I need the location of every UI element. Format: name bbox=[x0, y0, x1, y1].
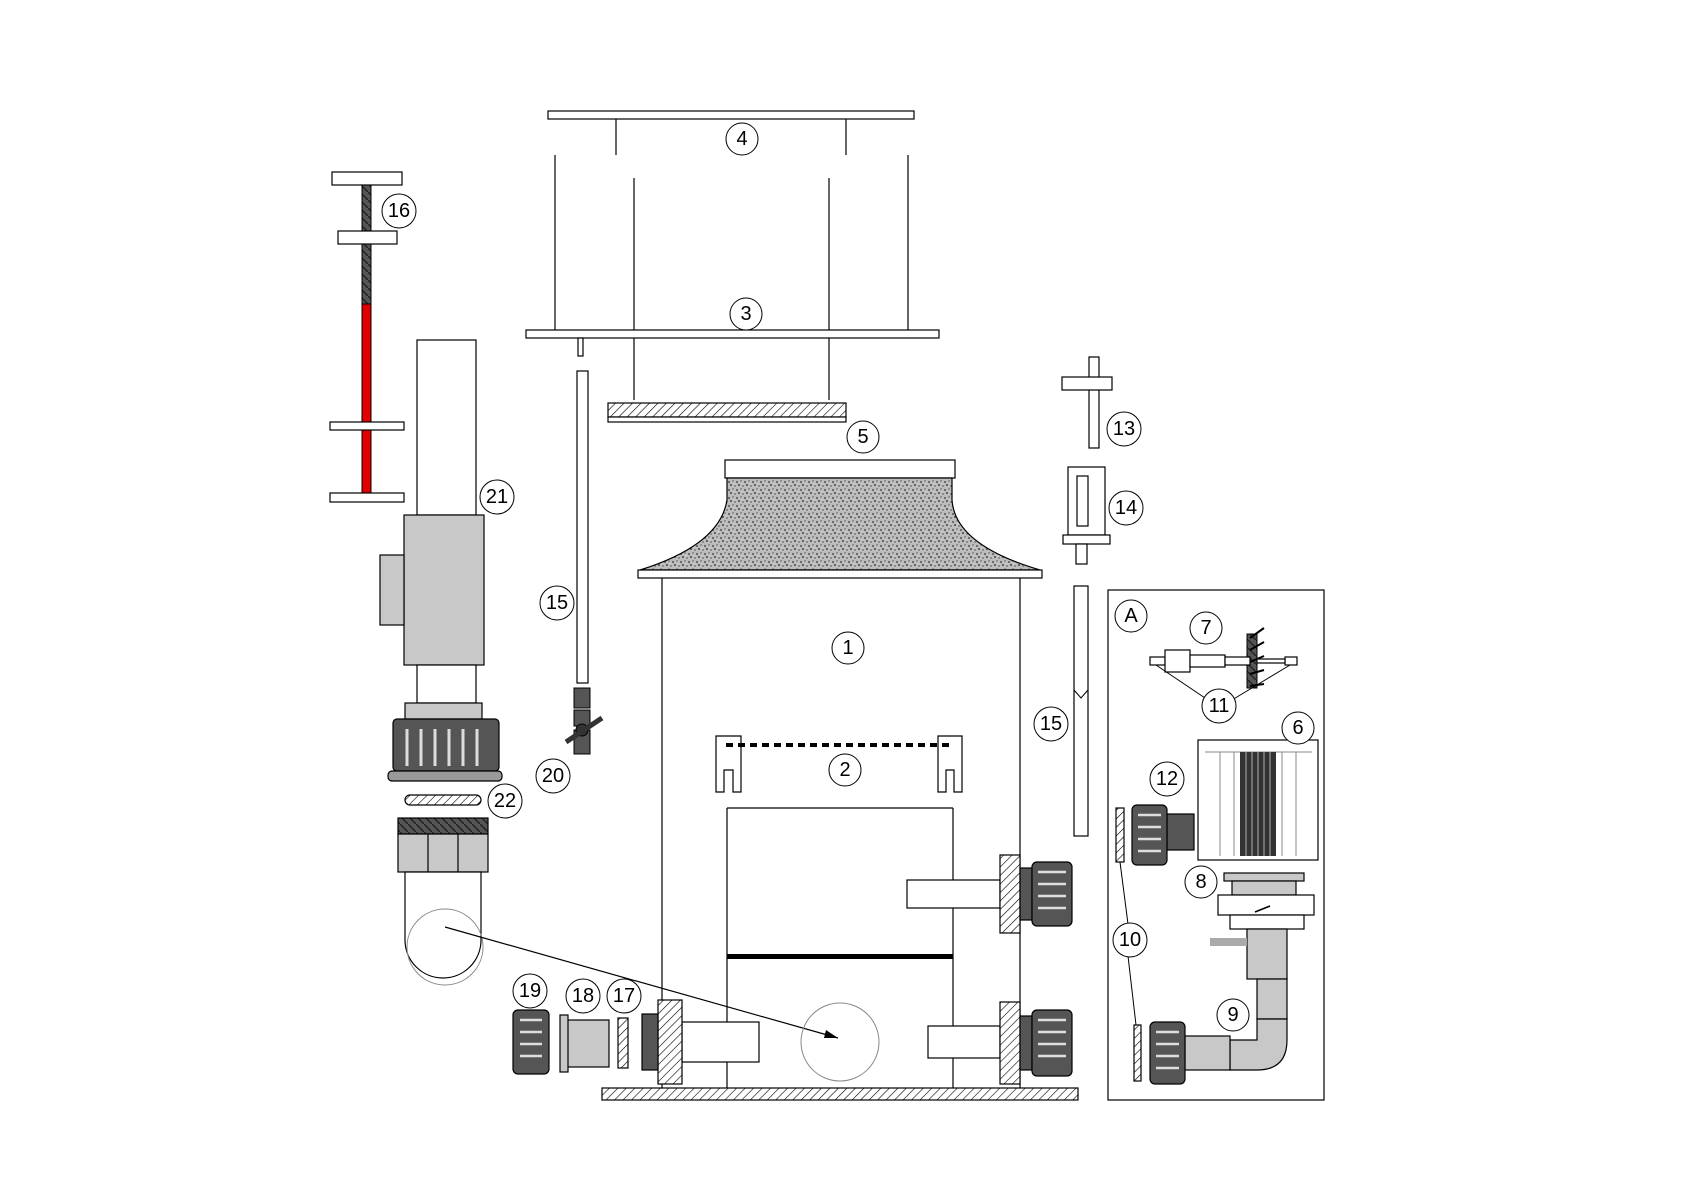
callout-8: 8 bbox=[1185, 866, 1217, 898]
callout-15-right: 15 bbox=[1034, 707, 1068, 741]
pin-part-13 bbox=[1062, 357, 1112, 448]
callout-15-left: 15 bbox=[540, 586, 574, 620]
callout-label: 22 bbox=[494, 790, 516, 812]
callout-5: 5 bbox=[847, 421, 879, 453]
callout-label: 7 bbox=[1200, 617, 1211, 639]
callout-label: 12 bbox=[1156, 768, 1178, 790]
callout-18: 18 bbox=[566, 979, 600, 1013]
callout-label: 14 bbox=[1115, 497, 1137, 519]
callout-label: 15 bbox=[1040, 713, 1062, 735]
callout-label: 8 bbox=[1195, 871, 1206, 893]
tube-part-15-left bbox=[577, 371, 588, 683]
callout-21: 21 bbox=[480, 480, 514, 514]
callout-17: 17 bbox=[607, 979, 641, 1013]
callout-6: 6 bbox=[1282, 712, 1314, 744]
callout-1: 1 bbox=[832, 632, 864, 664]
callout-13: 13 bbox=[1107, 412, 1141, 446]
holder-part-14 bbox=[1063, 467, 1110, 564]
callout-16: 16 bbox=[382, 194, 416, 228]
callout-10: 10 bbox=[1113, 923, 1147, 957]
callout-label: 18 bbox=[572, 985, 594, 1007]
callout-label: 3 bbox=[740, 303, 751, 325]
callout-7: 7 bbox=[1190, 612, 1222, 644]
union-nut-part-22 bbox=[388, 719, 502, 985]
callout-20: 20 bbox=[536, 759, 570, 793]
callout-label: 16 bbox=[388, 200, 410, 222]
callout-label: 21 bbox=[486, 486, 508, 508]
callout-label: 20 bbox=[542, 765, 564, 787]
gasket-part-17 bbox=[618, 1018, 628, 1068]
seal-ring-part-5 bbox=[608, 403, 846, 422]
callout-label: 5 bbox=[857, 426, 868, 448]
callout-label: 10 bbox=[1119, 929, 1141, 951]
callout-label: 4 bbox=[736, 128, 747, 150]
valve-part-20 bbox=[566, 688, 602, 754]
inset-panel-a bbox=[1108, 590, 1324, 1100]
callout-inset-a: A bbox=[1115, 600, 1147, 632]
callout-9: 9 bbox=[1217, 999, 1249, 1031]
pump-motor-part-6 bbox=[1198, 740, 1318, 860]
callout-22: 22 bbox=[488, 784, 522, 818]
callout-11: 11 bbox=[1202, 689, 1236, 723]
nut-part-19 bbox=[513, 1010, 549, 1074]
callout-label: 6 bbox=[1292, 717, 1303, 739]
callout-label: 11 bbox=[1209, 695, 1230, 717]
inlet-fitting bbox=[642, 1000, 759, 1084]
callout-2: 2 bbox=[829, 754, 861, 786]
collection-cup-part-3 bbox=[526, 155, 939, 400]
outlet-fitting-lower bbox=[928, 1002, 1072, 1084]
callout-label: 19 bbox=[519, 980, 541, 1002]
callout-12: 12 bbox=[1150, 762, 1184, 796]
callout-4: 4 bbox=[726, 123, 758, 155]
callout-19: 19 bbox=[513, 974, 547, 1008]
callout-3: 3 bbox=[730, 298, 762, 330]
tube-part-15-right bbox=[1074, 586, 1088, 836]
callout-label: 15 bbox=[546, 592, 568, 614]
outlet-fitting-upper bbox=[907, 855, 1072, 933]
callout-label: 13 bbox=[1113, 418, 1135, 440]
callout-label: 1 bbox=[842, 637, 853, 659]
callout-14: 14 bbox=[1109, 491, 1143, 525]
air-inlet-part-21 bbox=[380, 340, 484, 719]
callout-label: 2 bbox=[839, 759, 850, 781]
callout-label: 17 bbox=[613, 985, 635, 1007]
callout-label: 9 bbox=[1227, 1004, 1238, 1026]
callout-label: A bbox=[1124, 605, 1138, 627]
adapter-part-18 bbox=[560, 1015, 609, 1072]
